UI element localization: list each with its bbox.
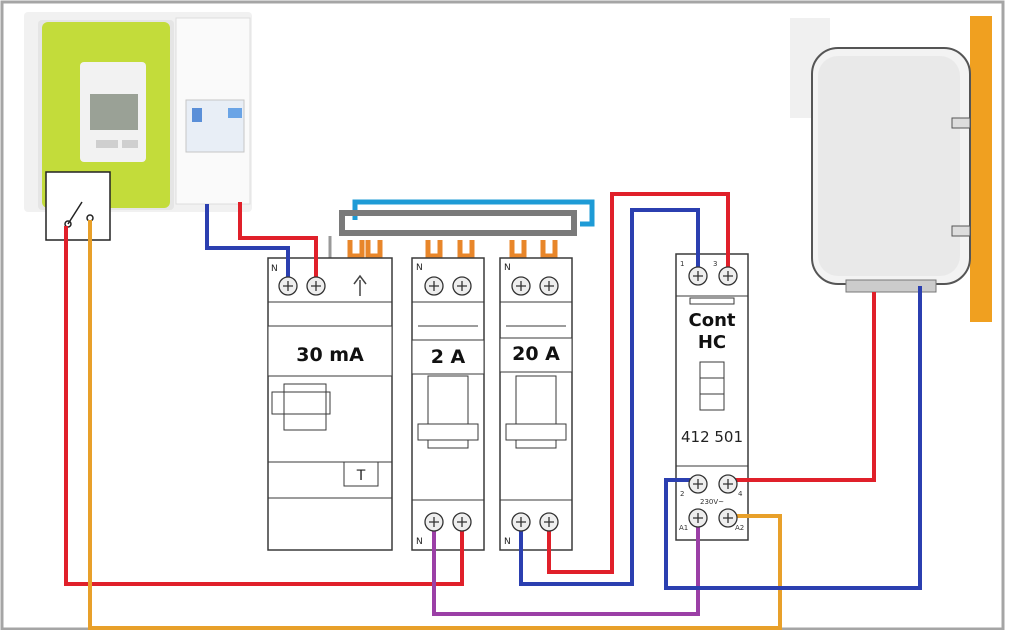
contactor-label-line2: HC (698, 332, 726, 353)
water-heater-icon (790, 16, 992, 322)
breaker-20a-n-top: N (504, 263, 511, 273)
rcd-terminal-screw-n[interactable] (278, 276, 298, 296)
contactor-pin-2: 2 (680, 490, 684, 498)
wire-neutral-meter (205, 204, 290, 286)
contactor-label-line1: Cont (689, 310, 736, 331)
wire-coil-return (432, 518, 700, 616)
breaker-2a-n-top: N (416, 263, 423, 273)
contactor-hc: Cont HC 412 501 1 3 2 4 230V~ A1 A2 (675, 253, 749, 541)
breaker-20a-terminal-screw-bottom-n[interactable] (511, 512, 531, 532)
wire-switched-line (88, 220, 782, 630)
wire-neutral-20a (519, 208, 700, 586)
rcd-terminal-screw-l[interactable] (306, 276, 326, 296)
contactor-reference: 412 501 (681, 428, 743, 446)
terminal-screws (278, 266, 738, 532)
contactor-pin-a2: A2 (735, 524, 744, 532)
breaker-2a-rating-label: 2 A (431, 346, 466, 368)
contactor-coil-voltage: 230V~ (700, 498, 724, 506)
wire-neutral-heater (664, 286, 922, 590)
heater-wall (970, 16, 992, 322)
breaker-20a-terminal-screw-top-n[interactable] (511, 276, 531, 296)
wire-phase-meter (238, 202, 318, 286)
contactor-terminal-screw-1[interactable] (688, 266, 708, 286)
contactor-terminal-screw-2[interactable] (688, 474, 708, 494)
wire-phase-switch (64, 226, 464, 586)
wiring (64, 192, 922, 630)
contactor-terminal-screw-3[interactable] (718, 266, 738, 286)
rcd-30ma: 30 mA T N (267, 257, 393, 551)
comb-busbar (328, 199, 595, 260)
breaker-2a-terminal-screw-top-n[interactable] (424, 276, 444, 296)
rcd-test-button[interactable]: T (356, 468, 366, 484)
contactor-pin-3: 3 (713, 260, 717, 268)
breaker-2a-n-bottom: N (416, 537, 423, 547)
breaker-2a-terminal-screw-bottom-n[interactable] (424, 512, 444, 532)
breaker-20a-n-bottom: N (504, 537, 511, 547)
breaker-2a-terminal-screw-top-l[interactable] (452, 276, 472, 296)
switch-icon[interactable] (45, 171, 111, 241)
rcd-rating-label: 30 mA (296, 344, 364, 366)
contactor-terminal-screw-a1[interactable] (688, 508, 708, 528)
wire-phase-heater (726, 292, 876, 482)
breaker-20a-terminal-screw-top-l[interactable] (539, 276, 559, 296)
breaker-20a: 20 A N N (499, 257, 573, 551)
rcd-terminal-n: N (271, 264, 278, 274)
contactor-pin-1: 1 (680, 260, 684, 268)
breaker-20a-terminal-screw-bottom-l[interactable] (539, 512, 559, 532)
wire-phase-20a (547, 192, 730, 574)
breaker-2a: 2 A N N (411, 257, 485, 551)
contactor-pin-4: 4 (738, 490, 743, 498)
breaker-20a-rating-label: 20 A (512, 343, 560, 365)
upload-arrow-icon (353, 274, 367, 296)
electric-meter-icon (24, 12, 252, 212)
contactor-pin-a1: A1 (679, 524, 688, 532)
contactor-terminal-screw-4[interactable] (718, 474, 738, 494)
contactor-terminal-screw-a2[interactable] (718, 508, 738, 528)
breaker-2a-terminal-screw-bottom-l[interactable] (452, 512, 472, 532)
